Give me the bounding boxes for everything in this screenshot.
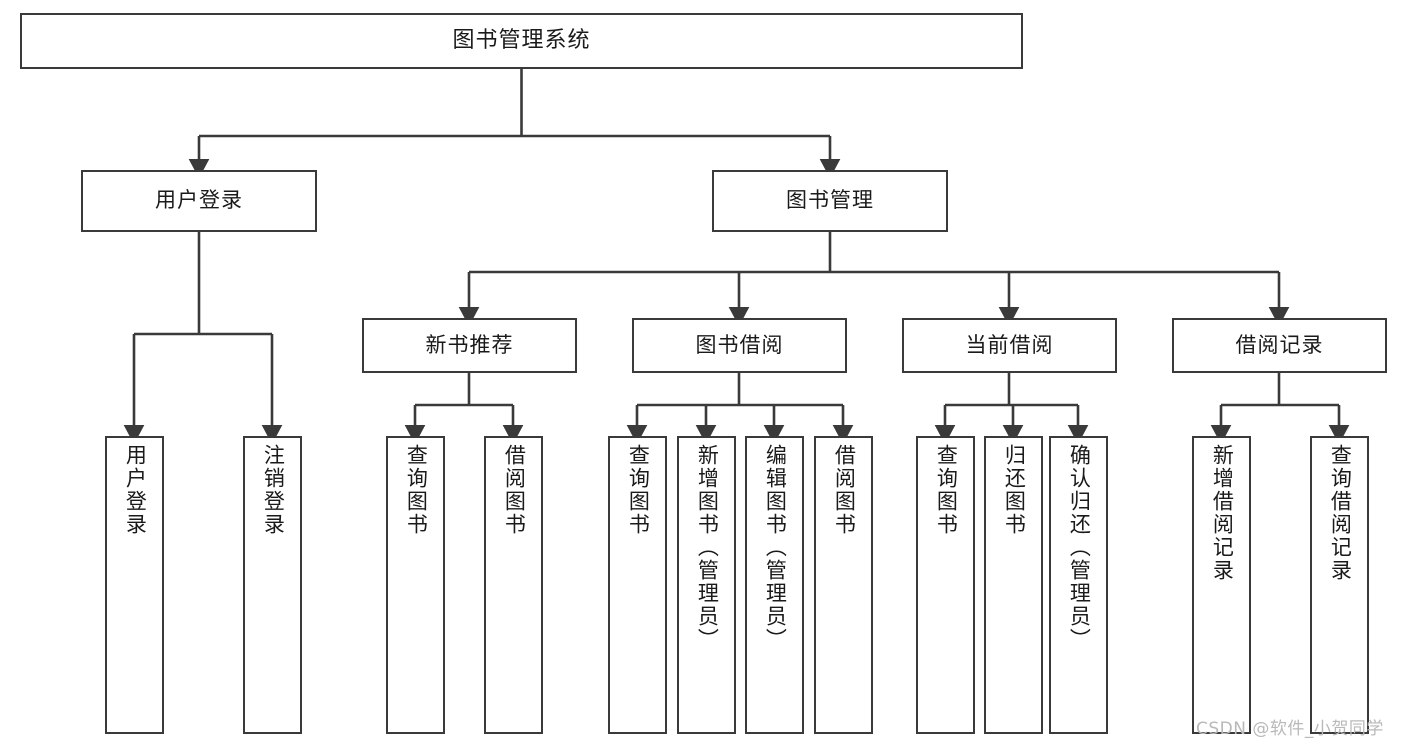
- node-label: 当前借阅: [965, 332, 1054, 357]
- leaf-user-login[interactable]: 用户登录: [105, 436, 164, 734]
- node-label: 编辑图书（管理员）: [763, 444, 788, 651]
- node-label: 新书推荐: [425, 332, 514, 357]
- node-new-book-recommend[interactable]: 新书推荐: [362, 318, 577, 373]
- leaf-return-book[interactable]: 归还图书: [984, 436, 1043, 734]
- leaf-add-book-admin[interactable]: 新增图书（管理员）: [677, 436, 736, 734]
- node-label: 借阅图书: [502, 444, 527, 536]
- leaf-query-book-1[interactable]: 查询图书: [386, 436, 445, 734]
- node-label: 借阅记录: [1235, 332, 1324, 357]
- leaf-borrow-book-1[interactable]: 借阅图书: [484, 436, 543, 734]
- node-label: 图书管理系统: [452, 27, 591, 53]
- node-label: 查询图书: [934, 444, 959, 536]
- node-label: 查询图书: [626, 444, 651, 536]
- leaf-confirm-return-admin[interactable]: 确认归还（管理员）: [1049, 436, 1108, 734]
- leaf-add-borrow-record[interactable]: 新增借阅记录: [1192, 436, 1251, 734]
- leaf-logout[interactable]: 注销登录: [243, 436, 302, 734]
- leaf-query-book-3[interactable]: 查询图书: [916, 436, 975, 734]
- node-user-login[interactable]: 用户登录: [81, 170, 317, 232]
- node-label: 查询图书: [404, 444, 429, 536]
- node-book-management[interactable]: 图书管理: [712, 170, 948, 232]
- leaf-borrow-book-2[interactable]: 借阅图书: [814, 436, 873, 734]
- node-label: 图书借阅: [695, 332, 784, 357]
- node-label: 归还图书: [1002, 444, 1027, 536]
- node-label: 新增图书（管理员）: [695, 444, 720, 651]
- leaf-query-book-2[interactable]: 查询图书: [608, 436, 667, 734]
- node-label: 新增借阅记录: [1210, 444, 1235, 582]
- node-label: 借阅图书: [832, 444, 857, 536]
- node-book-borrow[interactable]: 图书借阅: [632, 318, 847, 373]
- node-label: 用户登录: [155, 188, 243, 213]
- leaf-edit-book-admin[interactable]: 编辑图书（管理员）: [745, 436, 804, 734]
- node-label: 确认归还（管理员）: [1067, 444, 1092, 651]
- csdn-watermark: CSDN @软件_小贺同学: [1196, 719, 1384, 739]
- leaf-query-borrow-record[interactable]: 查询借阅记录: [1310, 436, 1369, 734]
- node-label: 图书管理: [786, 188, 874, 213]
- node-label: 查询借阅记录: [1328, 444, 1353, 582]
- node-label: 用户登录: [123, 444, 148, 536]
- node-borrow-record[interactable]: 借阅记录: [1172, 318, 1387, 373]
- node-label: 注销登录: [261, 444, 286, 536]
- node-root-system[interactable]: 图书管理系统: [20, 13, 1023, 69]
- node-current-borrow[interactable]: 当前借阅: [902, 318, 1117, 373]
